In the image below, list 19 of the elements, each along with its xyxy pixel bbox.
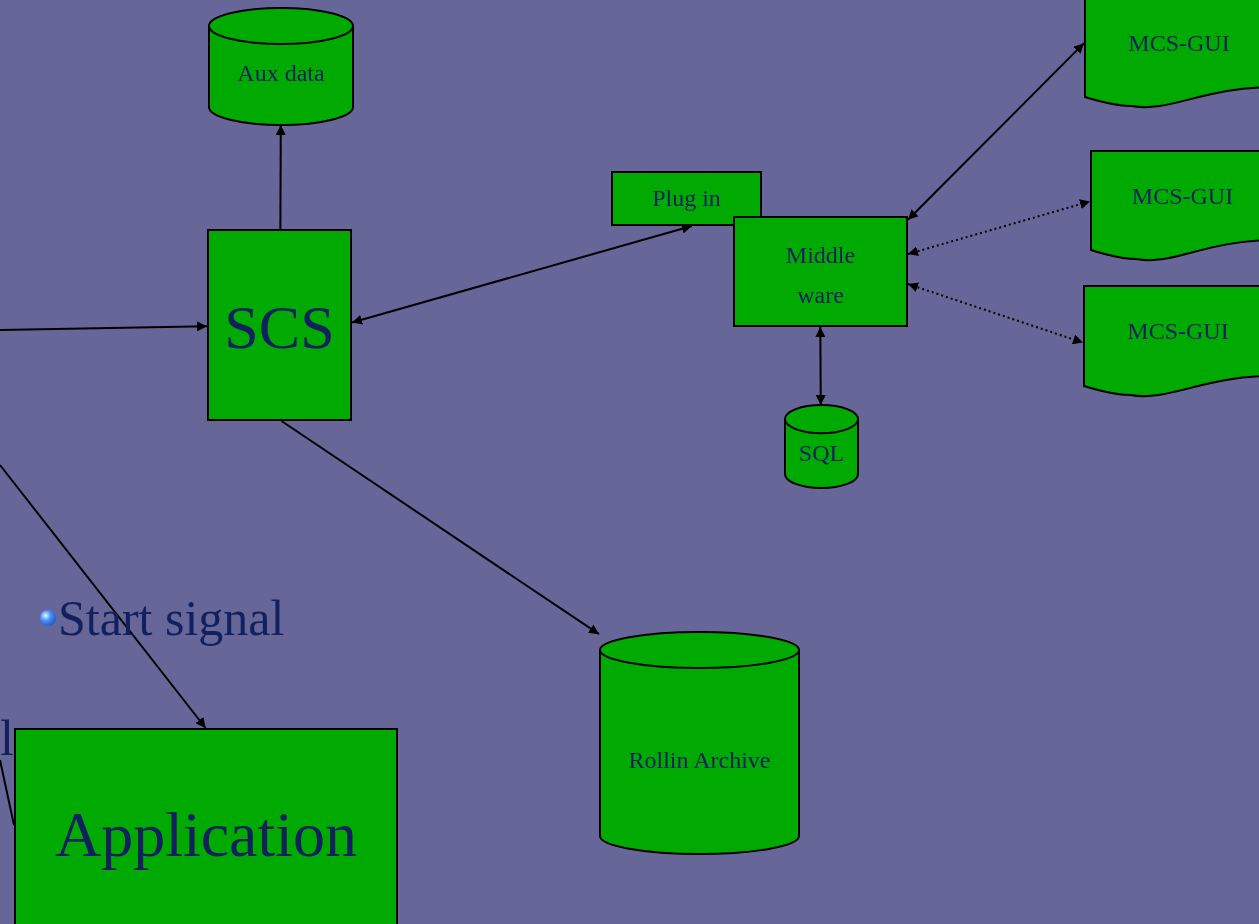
node-label: SQL bbox=[798, 440, 845, 468]
arrow bbox=[907, 282, 1084, 345]
node-label: Aux data bbox=[237, 60, 325, 88]
arrow bbox=[275, 124, 286, 230]
node-label: Application bbox=[54, 798, 358, 872]
node-label: MCS-GUI bbox=[1128, 30, 1230, 58]
node-label: Plug in bbox=[652, 185, 721, 213]
node-label: Rollin Archive bbox=[628, 747, 771, 775]
arrow bbox=[280, 420, 600, 636]
arrow bbox=[907, 42, 1085, 221]
node-label: MCS-GUI bbox=[1127, 318, 1229, 346]
node-label: Middle ware bbox=[784, 241, 857, 310]
arrow bbox=[0, 321, 208, 332]
node-label: MCS-GUI bbox=[1131, 183, 1234, 211]
arrow bbox=[907, 199, 1091, 257]
arrow bbox=[0, 464, 207, 729]
text-label: l bbox=[0, 710, 14, 768]
node-label: SCS bbox=[224, 292, 335, 363]
arrow bbox=[815, 326, 826, 406]
